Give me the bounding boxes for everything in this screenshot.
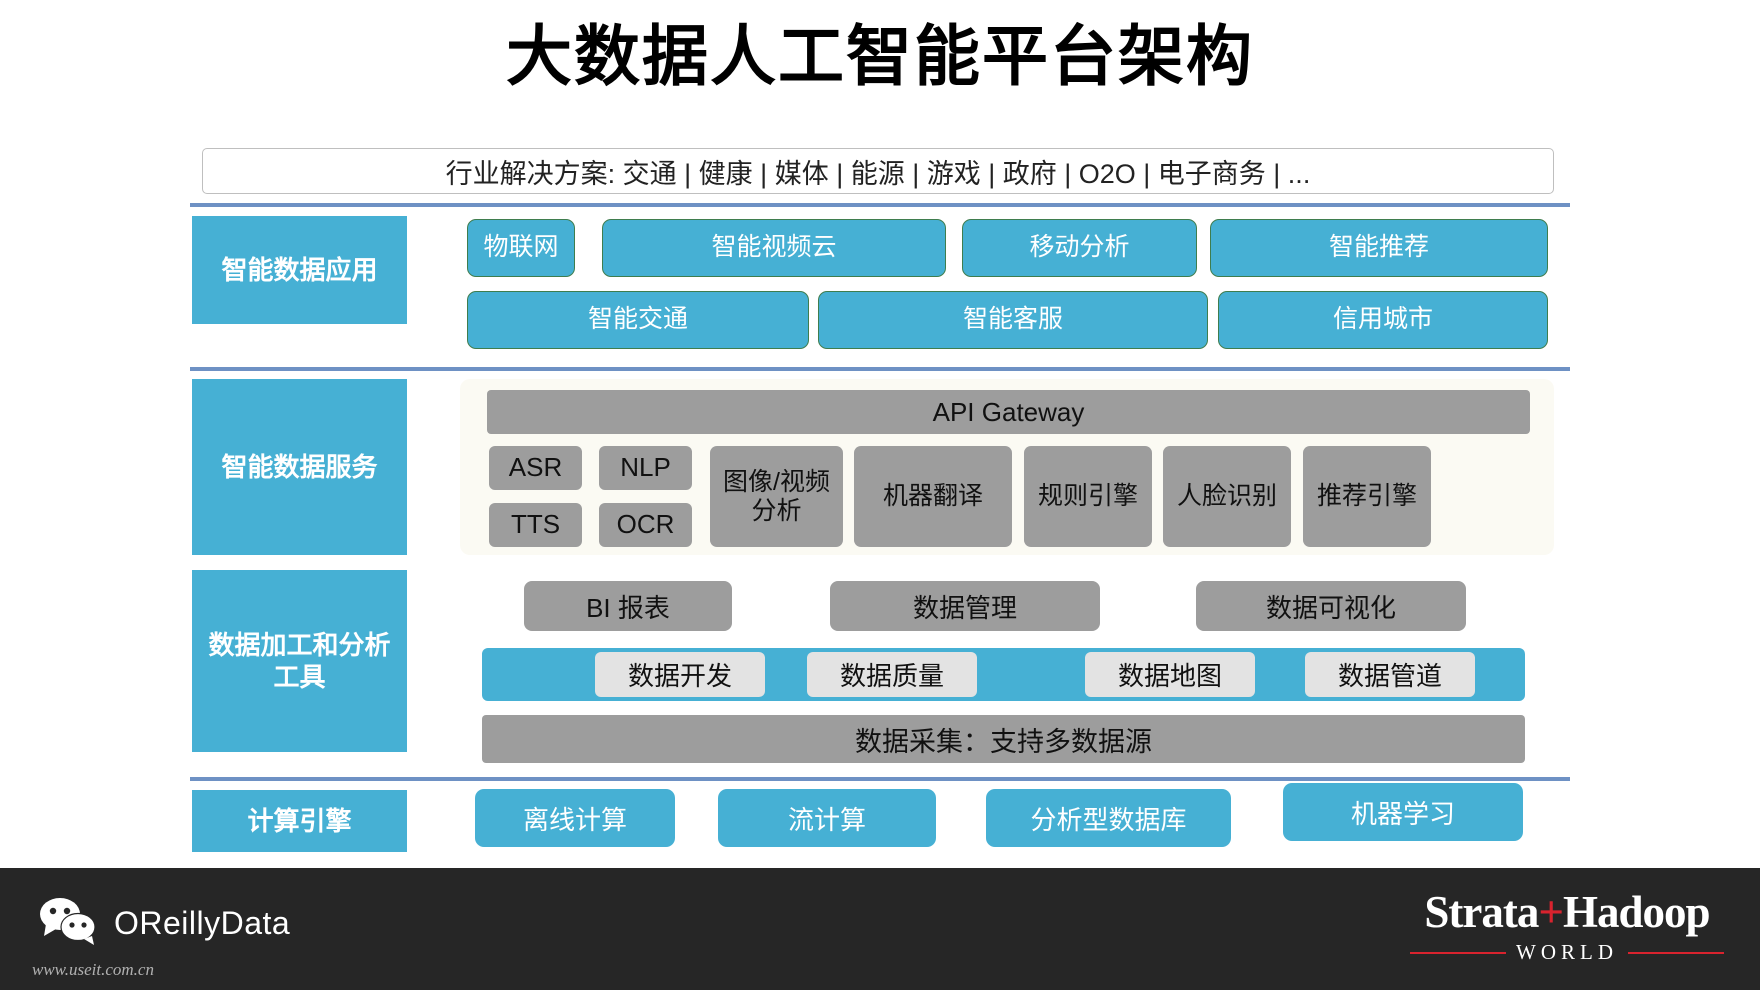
- app-box-recommendation[interactable]: 智能推荐: [1210, 219, 1548, 277]
- strata-rule-left: [1410, 951, 1506, 954]
- hadoop-word: Hadoop: [1563, 887, 1711, 937]
- compute-box-machine-learning[interactable]: 机器学习: [1283, 783, 1523, 841]
- oreilly-data-label: OReillyData: [114, 905, 291, 941]
- strata-hadoop-wordmark: Strata+Hadoop: [1410, 886, 1724, 938]
- app-box-smart-traffic[interactable]: 智能交通: [467, 291, 809, 349]
- strata-world-label: WORLD: [1516, 940, 1618, 964]
- strata-rule-right: [1628, 951, 1724, 954]
- service-box-face-recognition[interactable]: 人脸识别: [1163, 446, 1291, 547]
- wechat-icon: [38, 894, 100, 953]
- service-box-image-video-analysis[interactable]: 图像/视频分析: [710, 446, 843, 547]
- service-box-rules-engine[interactable]: 规则引擎: [1024, 446, 1152, 547]
- layer-label-compute: 计算引擎: [192, 790, 407, 852]
- service-box-recommendation-engine[interactable]: 推荐引擎: [1303, 446, 1431, 547]
- tool-box-data-management[interactable]: 数据管理: [830, 581, 1100, 631]
- footer-brand: OReillyData: [38, 894, 290, 953]
- service-box-machine-translation[interactable]: 机器翻译: [854, 446, 1012, 547]
- service-box-tts[interactable]: TTS: [489, 503, 582, 547]
- compute-box-streaming[interactable]: 流计算: [718, 789, 936, 847]
- layer-label-applications: 智能数据应用: [192, 216, 407, 324]
- tool-pill-data-development[interactable]: 数据开发: [595, 652, 765, 697]
- divider-services: [190, 367, 1570, 371]
- site-watermark: www.useit.com.cn: [32, 960, 154, 979]
- app-box-credit-city[interactable]: 信用城市: [1218, 291, 1548, 349]
- data-collection-bar[interactable]: 数据采集：支持多数据源: [482, 715, 1525, 763]
- app-box-video-cloud[interactable]: 智能视频云: [602, 219, 946, 277]
- service-box-nlp[interactable]: NLP: [599, 446, 692, 490]
- tool-box-bi-report[interactable]: BI 报表: [524, 581, 732, 631]
- strata-world-row: WORLD: [1410, 940, 1724, 965]
- industry-solutions-text: 行业解决方案: 交通 | 健康 | 媒体 | 能源 | 游戏 | 政府 | O2…: [445, 158, 1311, 189]
- app-box-iot[interactable]: 物联网: [467, 219, 575, 277]
- footer-bar: OReillyData www.useit.com.cn Strata+Hado…: [0, 868, 1760, 990]
- layer-label-services: 智能数据服务: [192, 379, 407, 555]
- strata-plus-sign: +: [1538, 887, 1564, 937]
- strata-hadoop-logo: Strata+Hadoop WORLD: [1410, 886, 1724, 965]
- industry-solutions-bar: 行业解决方案: 交通 | 健康 | 媒体 | 能源 | 游戏 | 政府 | O2…: [202, 148, 1554, 194]
- api-gateway-bar[interactable]: API Gateway: [487, 390, 1530, 434]
- tool-pill-data-map[interactable]: 数据地图: [1085, 652, 1255, 697]
- compute-box-batch[interactable]: 离线计算: [475, 789, 675, 847]
- layer-label-tools: 数据加工和分析工具: [192, 570, 407, 752]
- tool-box-data-visualization[interactable]: 数据可视化: [1196, 581, 1466, 631]
- tool-pill-data-pipeline[interactable]: 数据管道: [1305, 652, 1475, 697]
- tool-pill-data-quality[interactable]: 数据质量: [807, 652, 977, 697]
- compute-box-analytical-db[interactable]: 分析型数据库: [986, 789, 1231, 847]
- divider-compute: [190, 777, 1570, 781]
- service-box-ocr[interactable]: OCR: [599, 503, 692, 547]
- page-title: 大数据人工智能平台架构: [506, 19, 1254, 93]
- divider-applications: [190, 203, 1570, 207]
- service-box-asr[interactable]: ASR: [489, 446, 582, 490]
- app-box-mobile-analytics[interactable]: 移动分析: [962, 219, 1197, 277]
- strata-word: Strata: [1424, 887, 1539, 937]
- app-box-smart-service[interactable]: 智能客服: [818, 291, 1208, 349]
